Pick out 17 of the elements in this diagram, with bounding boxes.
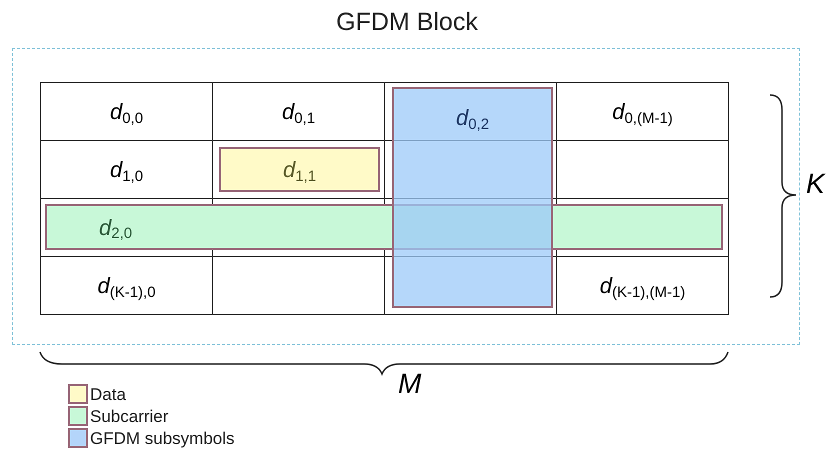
highlight-box <box>392 87 553 308</box>
dimension-label: M <box>398 370 422 398</box>
cell-text: d$_{1,0}$ <box>110 156 144 186</box>
cell-text: d$_{0,1}$ <box>282 98 316 128</box>
legend-text: Subcarrier <box>90 408 168 424</box>
block-heading: GFDM Block <box>335 10 479 35</box>
cell-text: d$_{1,1}$ <box>282 156 316 186</box>
highlight-box <box>219 147 380 192</box>
legend-text: Data <box>90 386 126 402</box>
cell-text: d$_{2,0}$ <box>99 214 132 244</box>
cell-text: d$_{0,(M-1)}$ <box>612 98 673 128</box>
legend-text: GFDM subsymbols <box>90 430 235 446</box>
dimension-label: K <box>806 170 825 198</box>
cell-text: d$_{0,2}$ <box>456 104 490 134</box>
cell-text: d$_{(K-1),0}$ <box>97 272 156 302</box>
cell-text: d$_{0,0}$ <box>110 98 144 128</box>
cell-text: d$_{(K-1),(M-1)}$ <box>600 272 686 302</box>
